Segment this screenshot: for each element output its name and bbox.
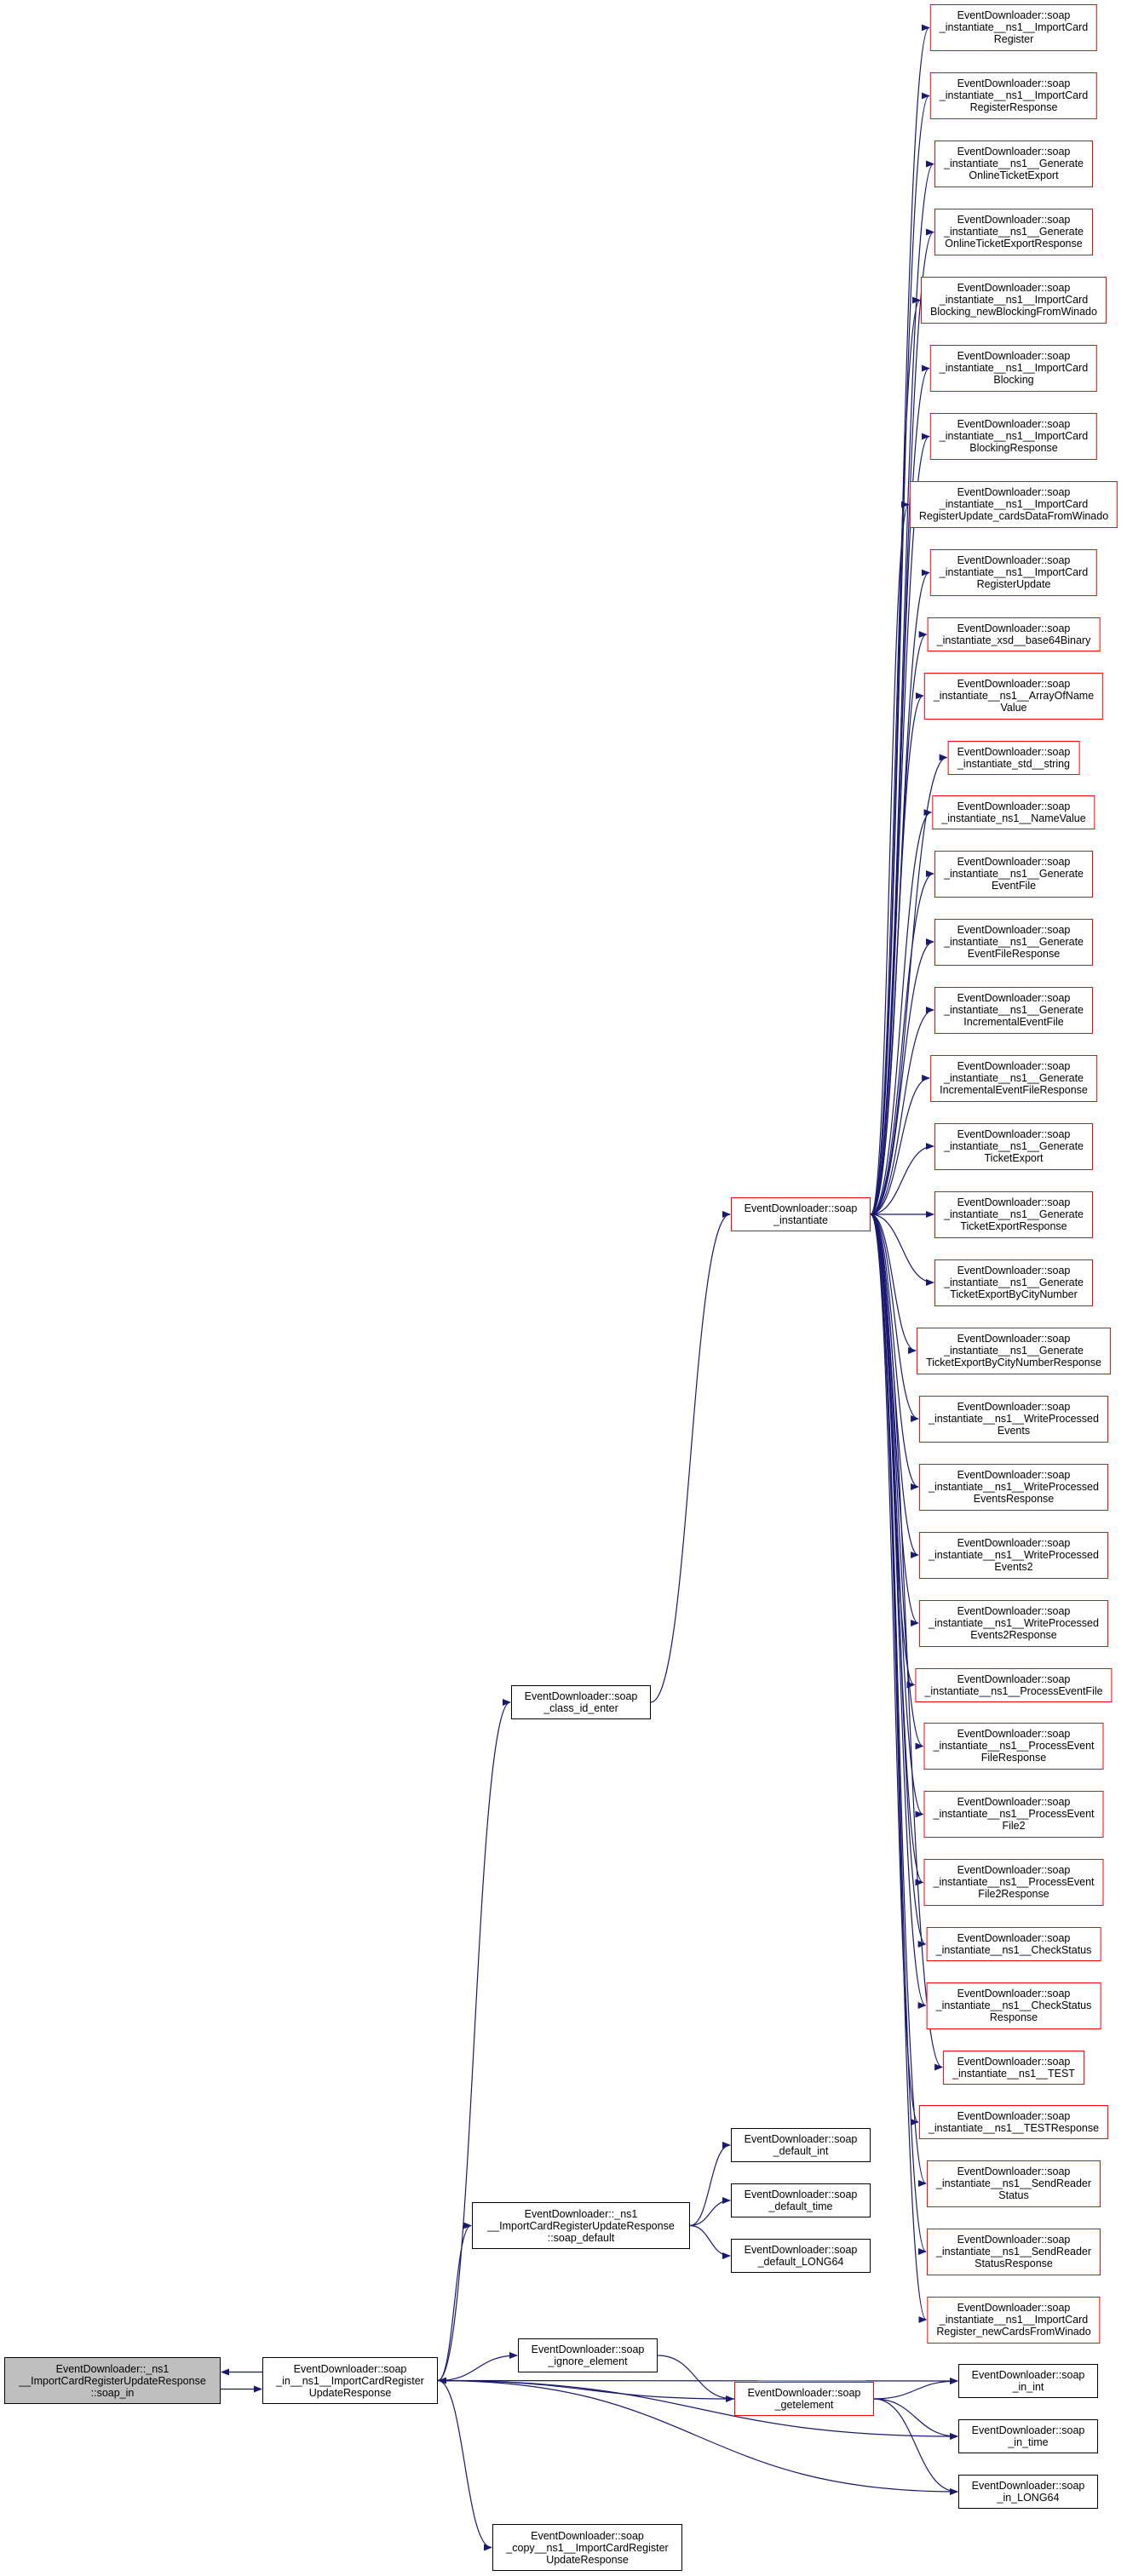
call-edge: [870, 1213, 934, 1286]
node-soap-default-long64[interactable]: EventDownloader::soap _default_LONG64: [731, 2239, 871, 2273]
node-instantiate-callee[interactable]: EventDownloader::soap _instantiate__ns1_…: [919, 1395, 1108, 1443]
node-instantiate-callee[interactable]: EventDownloader::soap _instantiate__ns1_…: [923, 672, 1104, 720]
node-instantiate-callee[interactable]: EventDownloader::soap _instantiate__ns1_…: [929, 345, 1098, 392]
call-edge: [870, 1213, 920, 1490]
node-soap-class-id-enter[interactable]: EventDownloader::soap _class_id_enter: [511, 1685, 651, 1719]
node-instantiate-callee[interactable]: EventDownloader::soap _instantiate__ns1_…: [934, 1259, 1094, 1306]
node-instantiate-callee[interactable]: EventDownloader::soap _instantiate__ns1_…: [918, 2105, 1109, 2139]
node-soap-default-ns1[interactable]: EventDownloader::_ns1 __ImportCardRegist…: [472, 2202, 690, 2249]
node-instantiate-callee[interactable]: EventDownloader::soap _instantiate__ns1_…: [915, 1667, 1113, 1702]
node-instantiate-callee[interactable]: EventDownloader::soap _instantiate__ns1_…: [934, 918, 1094, 966]
node-instantiate-callee[interactable]: EventDownloader::soap _instantiate__ns1_…: [934, 1190, 1094, 1238]
call-edge: [870, 692, 924, 1215]
call-edge: [689, 2224, 731, 2259]
node-instantiate-callee[interactable]: EventDownloader::soap _instantiate_std__…: [947, 740, 1080, 775]
node-instantiate-callee[interactable]: EventDownloader::soap _instantiate__ns1_…: [923, 1723, 1104, 1770]
call-edge: [870, 1075, 931, 1215]
node-instantiate-callee[interactable]: EventDownloader::soap _instantiate__ns1_…: [923, 1791, 1104, 1838]
call-edge: [873, 2378, 958, 2400]
call-edge: [870, 1213, 928, 2323]
call-edge: [870, 296, 922, 1215]
node-instantiate-callee[interactable]: EventDownloader::soap _instantiate__ns1_…: [923, 1859, 1104, 1906]
call-edge: [437, 2379, 492, 2551]
node-instantiate-callee[interactable]: EventDownloader::soap _instantiate__ns1_…: [929, 72, 1098, 119]
node-soap-in-time[interactable]: EventDownloader::soap _in_time: [958, 2419, 1098, 2453]
node-soap-in-root[interactable]: EventDownloader::_ns1 __ImportCardRegist…: [4, 2357, 221, 2404]
call-edge: [870, 1213, 920, 1422]
call-edge: [870, 92, 930, 1215]
call-edge: [657, 2355, 734, 2402]
call-edge: [873, 2398, 958, 2440]
node-instantiate-callee[interactable]: EventDownloader::soap _instantiate_ns1__…: [932, 795, 1095, 829]
node-soap-in-long64[interactable]: EventDownloader::soap _in_LONG64: [958, 2475, 1098, 2509]
call-edge: [870, 1213, 917, 1354]
node-instantiate-callee[interactable]: EventDownloader::soap _instantiate__ns1_…: [929, 413, 1098, 460]
call-edge: [437, 2379, 958, 2495]
call-edge: [689, 2142, 731, 2227]
node-instantiate-callee[interactable]: EventDownloader::soap _instantiate__ns1_…: [930, 1054, 1097, 1102]
call-edge: [870, 501, 910, 1215]
node-soap-ignore-element[interactable]: EventDownloader::soap _ignore_element: [518, 2338, 658, 2372]
node-instantiate-callee[interactable]: EventDownloader::soap _instantiate__ns1_…: [934, 141, 1094, 187]
call-edge: [870, 809, 933, 1215]
node-soap-default-time[interactable]: EventDownloader::soap _default_time: [731, 2183, 871, 2217]
call-edge: [870, 870, 934, 1215]
call-edge: [873, 2398, 958, 2495]
call-edge: [870, 1213, 924, 1750]
node-soap-copy-ns1[interactable]: EventDownloader::soap _copy__ns1__Import…: [492, 2524, 682, 2571]
node-instantiate-callee[interactable]: EventDownloader::soap _instantiate_xsd__…: [927, 617, 1101, 651]
node-instantiate-callee[interactable]: EventDownloader::soap _instantiate__ns1_…: [943, 2050, 1084, 2085]
call-edge: [870, 1213, 927, 1948]
node-instantiate-callee[interactable]: EventDownloader::soap _instantiate__ns1_…: [926, 2160, 1101, 2207]
call-edge: [870, 1143, 934, 1215]
call-edge: [437, 2222, 472, 2382]
call-edge: [650, 1211, 731, 1703]
node-instantiate-callee[interactable]: EventDownloader::soap _instantiate__ns1_…: [921, 277, 1107, 324]
call-edge: [437, 2379, 958, 2440]
node-instantiate-callee[interactable]: EventDownloader::soap _instantiate__ns1_…: [919, 1531, 1108, 1579]
call-edge: [870, 754, 948, 1215]
node-instantiate-callee[interactable]: EventDownloader::soap _instantiate__ns1_…: [929, 549, 1098, 596]
call-edge: [870, 1213, 924, 1818]
node-instantiate-callee[interactable]: EventDownloader::soap _instantiate__ns1_…: [927, 2296, 1101, 2344]
call-edge: [870, 24, 930, 1215]
node-soap-in-ns1-import-card-register-update-response[interactable]: EventDownloader::soap _in__ns1__ImportCa…: [262, 2357, 438, 2404]
node-soap-getelement[interactable]: EventDownloader::soap _getelement: [734, 2382, 874, 2416]
node-instantiate-callee[interactable]: EventDownloader::soap _instantiate__ns1_…: [919, 1599, 1108, 1647]
call-edge: [437, 2377, 958, 2384]
node-instantiate-callee[interactable]: EventDownloader::soap _instantiate__ns1_…: [926, 1982, 1101, 2029]
call-edge: [437, 1699, 511, 2382]
node-instantiate-callee[interactable]: EventDownloader::soap _instantiate__ns1_…: [909, 481, 1118, 528]
call-edge: [870, 938, 934, 1215]
node-instantiate-callee[interactable]: EventDownloader::soap _instantiate__ns1_…: [934, 986, 1094, 1034]
call-edge: [438, 2377, 735, 2400]
node-instantiate-callee[interactable]: EventDownloader::soap _instantiate__ns1_…: [926, 1927, 1101, 1961]
call-edge: [689, 2197, 731, 2227]
node-instantiate-callee[interactable]: EventDownloader::soap _instantiate__ns1_…: [934, 850, 1094, 898]
call-edge: [437, 2352, 518, 2382]
node-instantiate-callee[interactable]: EventDownloader::soap _instantiate__ns1_…: [917, 1327, 1111, 1374]
node-instantiate-callee[interactable]: EventDownloader::soap _instantiate__ns1_…: [929, 4, 1098, 51]
call-edge: [870, 1007, 934, 1215]
call-edge: [870, 1213, 927, 2009]
node-instantiate-callee[interactable]: EventDownloader::soap _instantiate__ns1_…: [919, 1463, 1108, 1511]
node-soap-in-int[interactable]: EventDownloader::soap _in_int: [958, 2364, 1098, 2398]
node-soap-default-int[interactable]: EventDownloader::soap _default_int: [731, 2128, 871, 2162]
node-instantiate-callee[interactable]: EventDownloader::soap _instantiate__ns1_…: [934, 1122, 1094, 1170]
node-instantiate-callee[interactable]: EventDownloader::soap _instantiate__ns1_…: [926, 2228, 1101, 2275]
node-soap-instantiate[interactable]: EventDownloader::soap _instantiate: [731, 1197, 871, 1231]
node-instantiate-callee[interactable]: EventDownloader::soap _instantiate__ns1_…: [934, 209, 1094, 255]
